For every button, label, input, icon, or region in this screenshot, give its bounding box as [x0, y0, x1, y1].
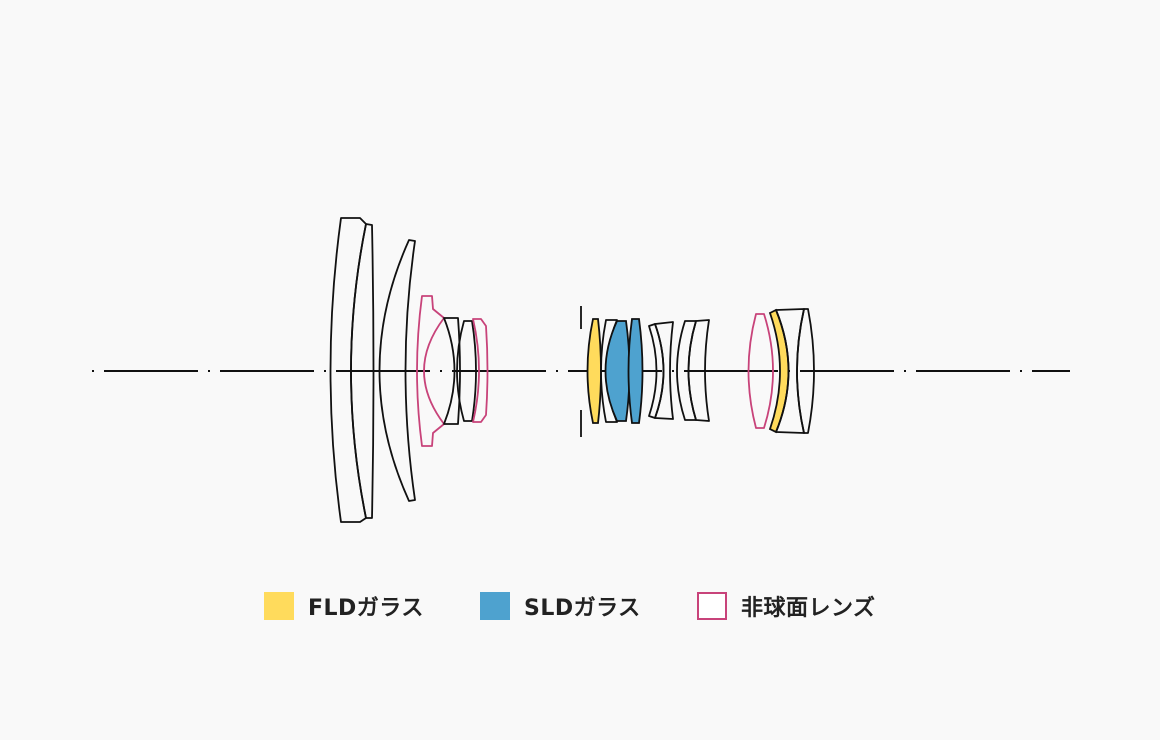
legend-item-fld: FLDガラス: [264, 590, 424, 622]
fld-lens-element-8: [586, 318, 602, 424]
aspherical-lens-element-4: [416, 295, 445, 447]
lens-element-13: [654, 321, 674, 420]
lens-element-2: [350, 223, 375, 519]
legend-label-aspherical: 非球面レンズ: [741, 596, 876, 621]
legend-item-sld: SLDガラス: [480, 590, 641, 622]
aspherical-lens-element-7: [472, 318, 489, 423]
sld-swatch: [480, 592, 510, 620]
sld-lens-element-11: [627, 318, 644, 424]
fld-swatch: [264, 592, 294, 620]
sld-lens-element-10: [604, 320, 631, 422]
legend: FLDガラス SLDガラス 非球面レンズ: [0, 590, 1160, 622]
aspherical-lens-element-16: [747, 313, 774, 429]
lens-element-19: [796, 308, 815, 434]
legend-item-aspherical: 非球面レンズ: [697, 590, 876, 622]
aspherical-swatch: [697, 592, 727, 620]
legend-label-fld: FLDガラス: [308, 596, 424, 621]
lens-element-15: [687, 319, 710, 422]
lens-element-6: [456, 320, 477, 422]
lens-element-3: [378, 239, 416, 502]
legend-label-sld: SLDガラス: [524, 596, 641, 621]
